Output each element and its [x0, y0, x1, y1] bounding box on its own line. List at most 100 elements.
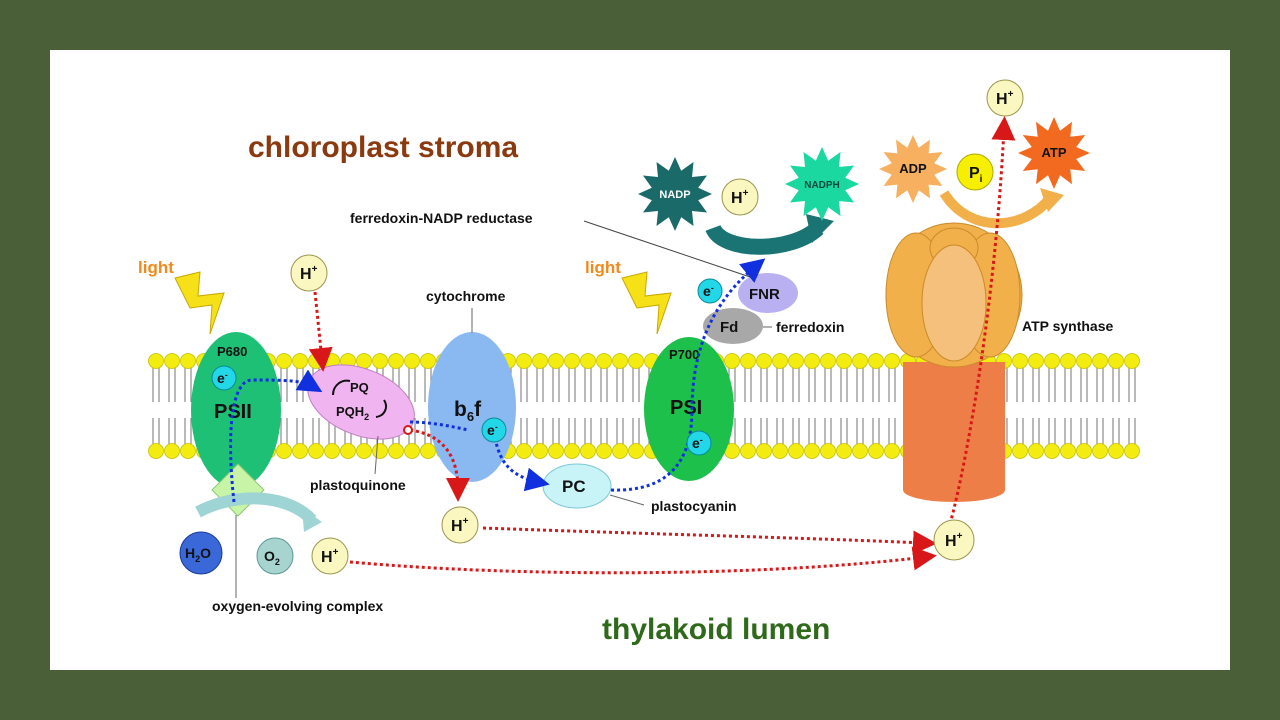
pq-cycle-arrow-left: [332, 379, 351, 396]
plastoquinone-label: plastoquinone: [310, 477, 406, 493]
proton-path-pq-uptake: [308, 291, 333, 372]
lipid-head: [820, 353, 836, 369]
proton-lumen-b6f-label: H+: [451, 516, 469, 535]
fnr-abbr: FNR: [749, 286, 780, 303]
lipid-head: [612, 353, 628, 369]
electron-fnr-label: e-: [703, 283, 714, 299]
lipid-head: [628, 353, 644, 369]
lipid-head: [516, 353, 532, 369]
plastocyanin-leader-line: [609, 494, 645, 506]
lipid-head: [596, 353, 612, 369]
lipid-head: [836, 353, 852, 369]
lipid-head: [836, 443, 852, 459]
plastoquinone-leader-line: [374, 435, 379, 475]
lipid-head: [1076, 353, 1092, 369]
lipid-head: [276, 443, 292, 459]
lipid-head: [756, 443, 772, 459]
cytochrome-label: cytochrome: [426, 288, 506, 304]
lipid-head: [1028, 353, 1044, 369]
lipid-head: [1044, 353, 1060, 369]
lipid-head: [148, 353, 164, 369]
lipid-head: [724, 353, 740, 369]
atp-synthase-stalk-base: [903, 478, 1005, 502]
psii-pigment: P680: [217, 344, 247, 359]
lipid-head: [1076, 443, 1092, 459]
water-split-arrow: [195, 492, 317, 525]
lipid-head: [740, 353, 756, 369]
psii-complex: [191, 332, 281, 488]
lipid-head: [1028, 443, 1044, 459]
lipid-head: [1060, 353, 1076, 369]
atp-synthase-label: ATP synthase: [1022, 318, 1114, 334]
ferredoxin-label: ferredoxin: [776, 319, 844, 335]
lipid-head: [532, 353, 548, 369]
lipid-head: [772, 443, 788, 459]
water-label: H2O: [185, 545, 211, 564]
pi-label: Pi: [969, 165, 983, 185]
water-split-arrowhead: [302, 508, 322, 532]
lipid-head: [148, 443, 164, 459]
lipid-head: [180, 443, 196, 459]
lipid-head: [420, 353, 436, 369]
fnr-label: ferredoxin-NADP reductase: [350, 210, 533, 226]
lipid-head: [372, 353, 388, 369]
lipid-head: [740, 443, 756, 459]
proton-stroma-pq-label: H+: [300, 264, 318, 283]
fnr-leader-line: [583, 220, 754, 279]
lipid-head: [788, 353, 804, 369]
lipid-head: [1012, 443, 1028, 459]
lipid-head: [372, 443, 388, 459]
lipid-head: [388, 353, 404, 369]
lipid-head: [820, 443, 836, 459]
oec-label: oxygen-evolving complex: [212, 598, 383, 614]
proton-path-b6f-release: [409, 428, 470, 502]
light-label-psii: light: [138, 258, 174, 277]
lipid-head: [404, 353, 420, 369]
nadp-label: NADP: [659, 189, 690, 201]
lipid-head: [788, 443, 804, 459]
lipid-head: [1092, 353, 1108, 369]
fnr-enzyme: [738, 273, 798, 313]
cytochrome-b6f: [428, 332, 516, 482]
proton-path-lumen-lower: [349, 546, 937, 575]
lumen-title: thylakoid lumen: [602, 613, 830, 646]
pi-molecule: [956, 153, 994, 191]
proton-lumen-atp-label: H+: [945, 531, 963, 550]
lipid-head: [548, 443, 564, 459]
electron-psii: e-: [211, 365, 237, 391]
lipid-head: [532, 443, 548, 459]
lipid-head: [420, 443, 436, 459]
lipid-head: [1060, 443, 1076, 459]
lipid-head: [276, 353, 292, 369]
lipid-head: [292, 353, 308, 369]
psi-pigment: P700: [669, 347, 699, 362]
plastocyanin-label: plastocyanin: [651, 498, 737, 514]
lipid-head: [324, 443, 340, 459]
lipid-head: [868, 443, 884, 459]
lipid-head: [404, 443, 420, 459]
adp-label: ADP: [899, 161, 927, 176]
stroma-title: chloroplast stroma: [248, 131, 518, 164]
light-label-psi: light: [585, 258, 621, 277]
lipid-head: [340, 443, 356, 459]
lipid-head: [852, 353, 868, 369]
lipid-head: [580, 443, 596, 459]
psi-name: PSI: [670, 397, 702, 419]
electron-psi: e-: [686, 430, 712, 456]
proton-stroma-pq: H+: [290, 254, 328, 292]
atp-label: ATP: [1041, 145, 1066, 160]
lipid-head: [852, 443, 868, 459]
cytochrome-body-label: b6f: [454, 398, 482, 424]
proton-stroma-nadp-label: H+: [731, 188, 749, 207]
lipid-head: [516, 443, 532, 459]
lipid-head: [884, 443, 900, 459]
nadph-label: NADPH: [804, 180, 840, 191]
lipid-head: [548, 353, 564, 369]
lipid-head: [1108, 443, 1124, 459]
lipid-head: [292, 443, 308, 459]
oxygen-molecule: O2: [256, 537, 294, 575]
atp-molecule: [1018, 117, 1090, 189]
plastocyanin-abbr: PC: [562, 477, 586, 496]
lipid-head: [308, 353, 324, 369]
proton-stroma-atp-label: H+: [996, 89, 1014, 108]
